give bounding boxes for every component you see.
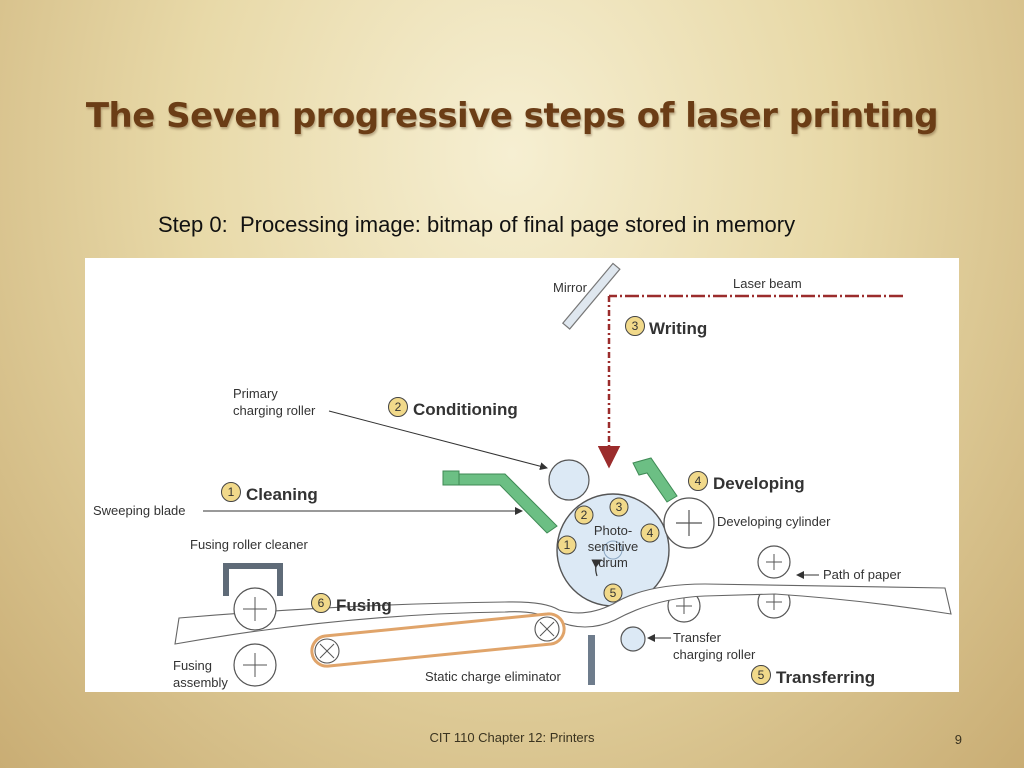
cleaning-blade — [442, 470, 558, 534]
transfer-charging-roller — [620, 626, 646, 652]
step-conditioning-number: 2 — [395, 400, 402, 414]
drum-step-2: 2 — [581, 508, 588, 522]
page-number: 9 — [954, 732, 962, 747]
step-transferring-number: 5 — [758, 668, 765, 682]
primary-charging-roller — [548, 459, 590, 501]
step-conditioning: 2 Conditioning — [388, 397, 518, 419]
mirror — [561, 262, 621, 330]
transfer-roller-label-1: Transfer — [673, 630, 722, 645]
fusing-roller-cleaner — [223, 563, 283, 596]
step-fusing-label: Fusing — [336, 596, 392, 615]
slide-title: The Seven progressive steps of laser pri… — [85, 96, 939, 136]
slide-subtitle: Step 0: Processing image: bitmap of fina… — [158, 212, 796, 237]
step-fusing: 6 Fusing — [311, 593, 392, 615]
step-developing: 4 Developing — [688, 471, 805, 493]
laser-beam-label: Laser beam — [733, 276, 802, 291]
step-transferring-label: Transferring — [776, 668, 875, 687]
drum-label-3: drum — [598, 555, 628, 570]
fusing-cleaner-label: Fusing roller cleaner — [190, 537, 308, 552]
step-developing-label: Developing — [713, 474, 805, 493]
paper-path — [174, 583, 952, 645]
fusing-rollers — [233, 587, 277, 687]
developing-cylinder-label: Developing cylinder — [717, 514, 831, 529]
step-cleaning-number: 1 — [228, 485, 235, 499]
drum-label-1: Photo- — [594, 523, 632, 538]
slide-footer: CIT 110 Chapter 12: Printers — [429, 730, 595, 745]
step-writing: 3 Writing — [625, 316, 707, 338]
step-conditioning-label: Conditioning — [413, 400, 518, 419]
path-of-paper-label: Path of paper — [823, 567, 902, 582]
step-transferring: 5 Transferring — [751, 665, 875, 687]
drum-step-1: 1 — [564, 538, 571, 552]
step-fusing-number: 6 — [318, 596, 325, 610]
drum-step-5: 5 — [610, 586, 617, 600]
developer-blade — [632, 457, 678, 503]
primary-roller-label-2: charging roller — [233, 403, 316, 418]
mirror-label: Mirror — [553, 280, 588, 295]
step-cleaning-label: Cleaning — [246, 485, 318, 504]
static-eliminator-label: Static charge eliminator — [425, 669, 562, 684]
primary-roller-label-1: Primary — [233, 386, 278, 401]
drum-label-2: sensitive — [588, 539, 639, 554]
fusing-belt — [310, 612, 566, 668]
sweeping-blade-label: Sweeping blade — [93, 503, 186, 518]
drum-step-3: 3 — [616, 500, 623, 514]
step-cleaning: 1 Cleaning — [221, 482, 318, 504]
photosensitive-drum: Photo- sensitive drum 2 3 4 1 5 — [556, 493, 670, 607]
developing-cylinder — [663, 497, 715, 549]
step-writing-number: 3 — [632, 319, 639, 333]
step-developing-number: 4 — [695, 474, 702, 488]
fusing-assembly-label-2: assembly — [173, 675, 228, 690]
fusing-assembly-label-1: Fusing — [173, 658, 212, 673]
laser-beam — [597, 294, 903, 469]
static-charge-eliminator — [588, 635, 595, 685]
step-writing-label: Writing — [649, 319, 707, 338]
drum-step-4: 4 — [647, 526, 654, 540]
transfer-roller-label-2: charging roller — [673, 647, 756, 662]
laser-printing-diagram: Mirror Laser beam 3 Writing Primary char… — [85, 258, 959, 692]
